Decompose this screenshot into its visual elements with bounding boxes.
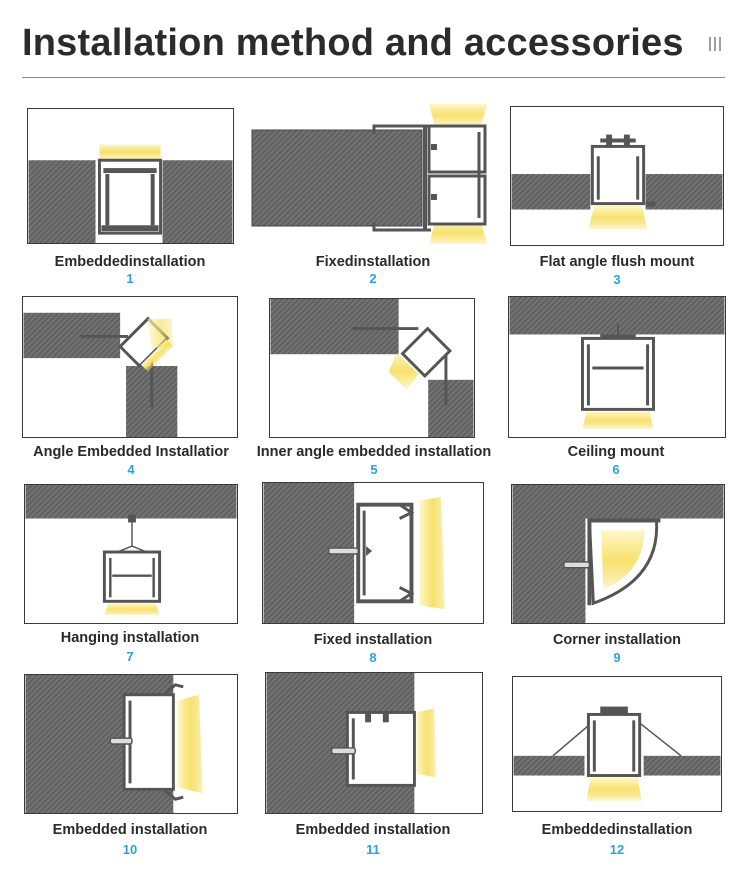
item-caption: Embedded installation: [295, 822, 451, 838]
item-number: 7: [126, 649, 134, 664]
item-number: 2: [369, 271, 377, 286]
item-number: 3: [613, 272, 621, 287]
title-divider: [22, 77, 725, 78]
item-caption: Embeddedinstallation: [54, 254, 206, 270]
diagram-hanging-installation: [24, 484, 238, 624]
item-number: 10: [122, 842, 138, 857]
installation-item-12: Embeddedinstallation 12: [510, 676, 724, 864]
diagram-fixed-installation: [249, 104, 497, 244]
diagram-corner-installation: [511, 484, 725, 624]
item-number: 11: [366, 842, 380, 857]
installation-item-7: Hanging installation 7: [22, 484, 238, 668]
item-number: 6: [612, 462, 620, 477]
item-number: 4: [127, 462, 135, 477]
item-number: 9: [613, 650, 621, 665]
item-caption: Angle Embedded Installatior: [33, 444, 229, 460]
installation-item-2: Fixedinstallation 2: [249, 104, 497, 288]
item-number: 1: [126, 271, 134, 286]
installation-item-9: Corner installation 9: [509, 482, 725, 668]
item-caption: Corner installation: [552, 632, 682, 648]
item-number: 8: [369, 650, 377, 665]
diagram-angle-embedded-installation: [22, 296, 238, 438]
menu-icon[interactable]: [709, 37, 723, 51]
installation-item-10: Embedded installation 10: [22, 674, 238, 864]
diagram-embedded-installation-11: [265, 672, 483, 814]
diagram-embedded-installation-10: [24, 674, 238, 814]
item-caption: Fixedinstallation: [315, 254, 431, 270]
installation-item-5: Inner angle embedded installation 5: [249, 296, 499, 478]
item-caption: Inner angle embedded installation: [256, 444, 492, 460]
diagram-embedded-installation: [27, 108, 234, 244]
item-caption: Embeddedinstallation: [541, 822, 693, 838]
item-caption: Hanging installation: [60, 630, 200, 646]
item-caption: Flat angle flush mount: [539, 254, 695, 270]
diagram-ceiling-mount: [508, 296, 726, 438]
item-caption: Ceiling mount: [567, 444, 665, 460]
installation-item-11: Embedded installation 11: [263, 672, 483, 864]
diagram-fixed-installation-wall: [262, 482, 484, 624]
diagram-flat-angle-flush-mount: [510, 106, 724, 246]
item-caption: Fixed installation: [313, 632, 433, 648]
item-number: 5: [370, 462, 378, 477]
installation-item-6: Ceiling mount 6: [506, 294, 726, 478]
page-title: Installation method and accessories: [22, 22, 684, 64]
installation-item-1: Embeddedinstallation 1: [25, 108, 235, 288]
installation-item-8: Fixed installation 8: [262, 482, 484, 668]
installation-item-4: Angle Embedded Installatior 4: [22, 294, 240, 478]
item-number: 12: [609, 842, 625, 857]
diagram-inner-angle-embedded-installation: [269, 298, 475, 438]
item-caption: Embedded installation: [52, 822, 208, 838]
diagram-embedded-installation-12: [512, 676, 722, 812]
installation-item-3: Flat angle flush mount 3: [509, 106, 725, 288]
